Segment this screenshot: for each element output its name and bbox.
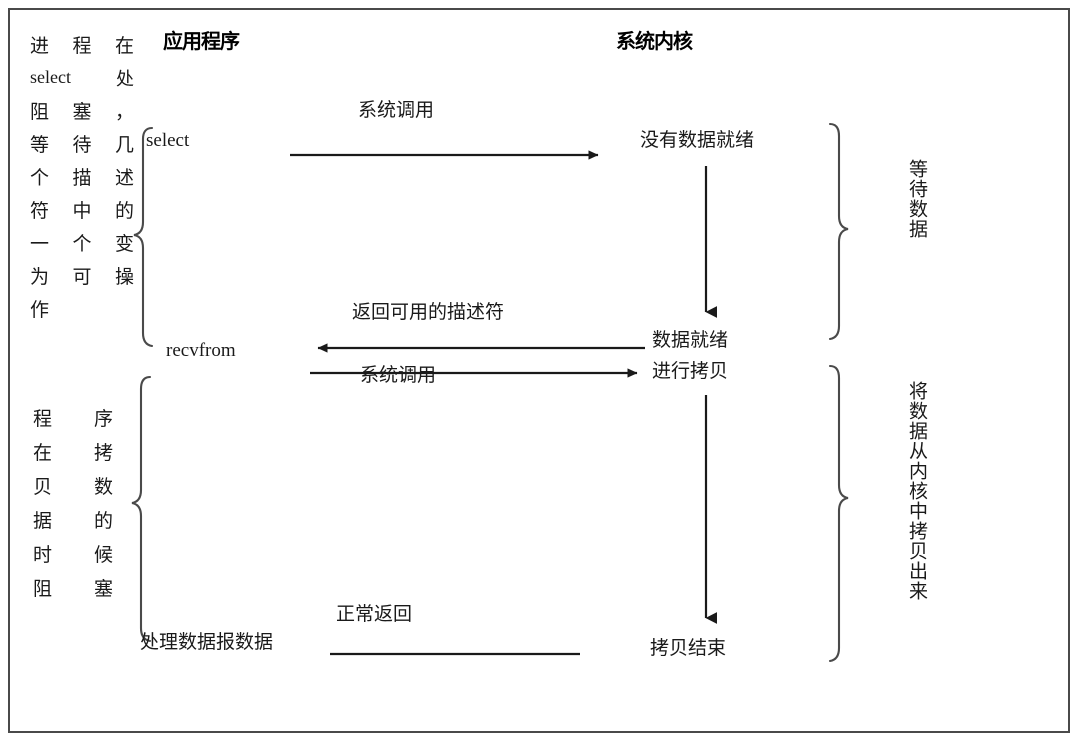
left-desc-top-glyph: 程 xyxy=(72,35,92,57)
left-desc-bottom-glyph: 拷 xyxy=(93,441,113,464)
left-desc-bottom-glyph: 时 xyxy=(33,543,53,566)
left-desc-bottom-line: 贝数 xyxy=(33,468,113,502)
left-desc-bottom-line: 阻塞 xyxy=(33,570,113,604)
left-desc-top-line: 阻塞 ， xyxy=(30,94,134,127)
label-data-ready: 数据就绪 xyxy=(652,329,729,351)
left-desc-top-glyph: ， xyxy=(114,101,134,123)
left-desc-bottom-glyph: 阻 xyxy=(33,577,53,600)
left-desc-top-glyph: 个 xyxy=(72,233,92,255)
left-desc-top-glyph: 几 xyxy=(114,134,134,156)
left-desc-bottom-glyph: 在 xyxy=(33,441,53,464)
caption-return-descriptors: 返回可用的描述符 xyxy=(352,301,505,323)
left-desc-bottom-glyph: 据 xyxy=(33,509,53,532)
label-copy-done: 拷贝结束 xyxy=(650,637,727,659)
left-desc-top-line: 进程在 xyxy=(30,28,134,61)
left-desc-bottom-line: 时候 xyxy=(33,536,113,570)
caption-syscall-1: 系统调用 xyxy=(358,99,435,121)
label-copying: 进行拷贝 xyxy=(652,360,729,382)
left-desc-bottom-glyph: 序 xyxy=(93,407,113,430)
left-description-copy-phase: 程序在拷贝数据的时候阻塞 xyxy=(33,400,113,604)
left-desc-top-glyph: 中 xyxy=(72,200,92,222)
left-desc-top-glyph: 作 xyxy=(30,299,50,321)
left-desc-top-glyph: 待 xyxy=(72,134,92,156)
left-desc-top-glyph: 变 xyxy=(114,233,134,255)
left-desc-top-glyph: 处 xyxy=(116,68,134,89)
header-kernel: 系统内核 xyxy=(616,29,693,53)
left-desc-top-line: select 处 xyxy=(30,61,134,94)
left-desc-top-line: 符中的 xyxy=(30,193,134,226)
left-desc-bottom-line: 在拷 xyxy=(33,434,113,468)
left-desc-top-glyph: 的 xyxy=(114,200,134,222)
left-desc-top-glyph: 个 xyxy=(30,167,50,189)
left-desc-top-line: 作 xyxy=(30,292,134,325)
left-desc-top-line: 等待几 xyxy=(30,127,134,160)
left-desc-top-glyph: 符 xyxy=(30,200,50,222)
left-desc-top-glyph: 进 xyxy=(30,35,50,57)
left-desc-top-glyph: 为 xyxy=(30,266,50,288)
left-desc-top-glyph: 述 xyxy=(114,167,134,189)
caption-syscall-2: 系统调用 xyxy=(360,364,437,386)
left-desc-top-glyph: select xyxy=(30,67,71,87)
left-desc-top-glyph: 阻 xyxy=(30,101,50,123)
left-desc-bottom-glyph: 候 xyxy=(93,543,113,566)
left-desc-top-line: 为可操 xyxy=(30,259,134,292)
label-wait-data: 等待数据 xyxy=(905,159,928,239)
left-desc-bottom-glyph: 塞 xyxy=(93,577,113,600)
label-recvfrom-call: recvfrom xyxy=(166,340,236,361)
left-desc-bottom-line: 据的 xyxy=(33,502,113,536)
left-desc-bottom-line: 程序 xyxy=(33,400,113,434)
left-desc-top-glyph: 一 xyxy=(30,233,50,255)
left-desc-top-line: 个描述 xyxy=(30,160,134,193)
label-copy-from-kernel: 将数据从内核中拷贝出来 xyxy=(905,381,928,601)
left-desc-top-glyph: 描 xyxy=(72,167,92,189)
caption-normal-return: 正常返回 xyxy=(336,603,413,625)
label-process-datagram: 处理数据报数据 xyxy=(140,631,274,653)
left-desc-bottom-glyph: 的 xyxy=(93,509,113,532)
left-desc-top-glyph: 可 xyxy=(72,266,92,288)
left-desc-bottom-glyph: 贝 xyxy=(33,475,53,498)
left-desc-top-glyph: 塞 xyxy=(72,101,92,123)
left-desc-top-glyph: 操 xyxy=(114,266,134,288)
left-desc-top-glyph: 在 xyxy=(114,35,134,57)
left-desc-top-line: 一个变 xyxy=(30,226,134,259)
header-application: 应用程序 xyxy=(163,29,240,53)
left-desc-bottom-glyph: 程 xyxy=(33,407,53,430)
left-desc-bottom-glyph: 数 xyxy=(93,475,113,498)
left-desc-top-glyph: 等 xyxy=(30,134,50,156)
label-no-data-ready: 没有数据就绪 xyxy=(640,129,755,151)
label-select-call: select xyxy=(146,130,190,151)
diagram-border xyxy=(8,8,1070,733)
